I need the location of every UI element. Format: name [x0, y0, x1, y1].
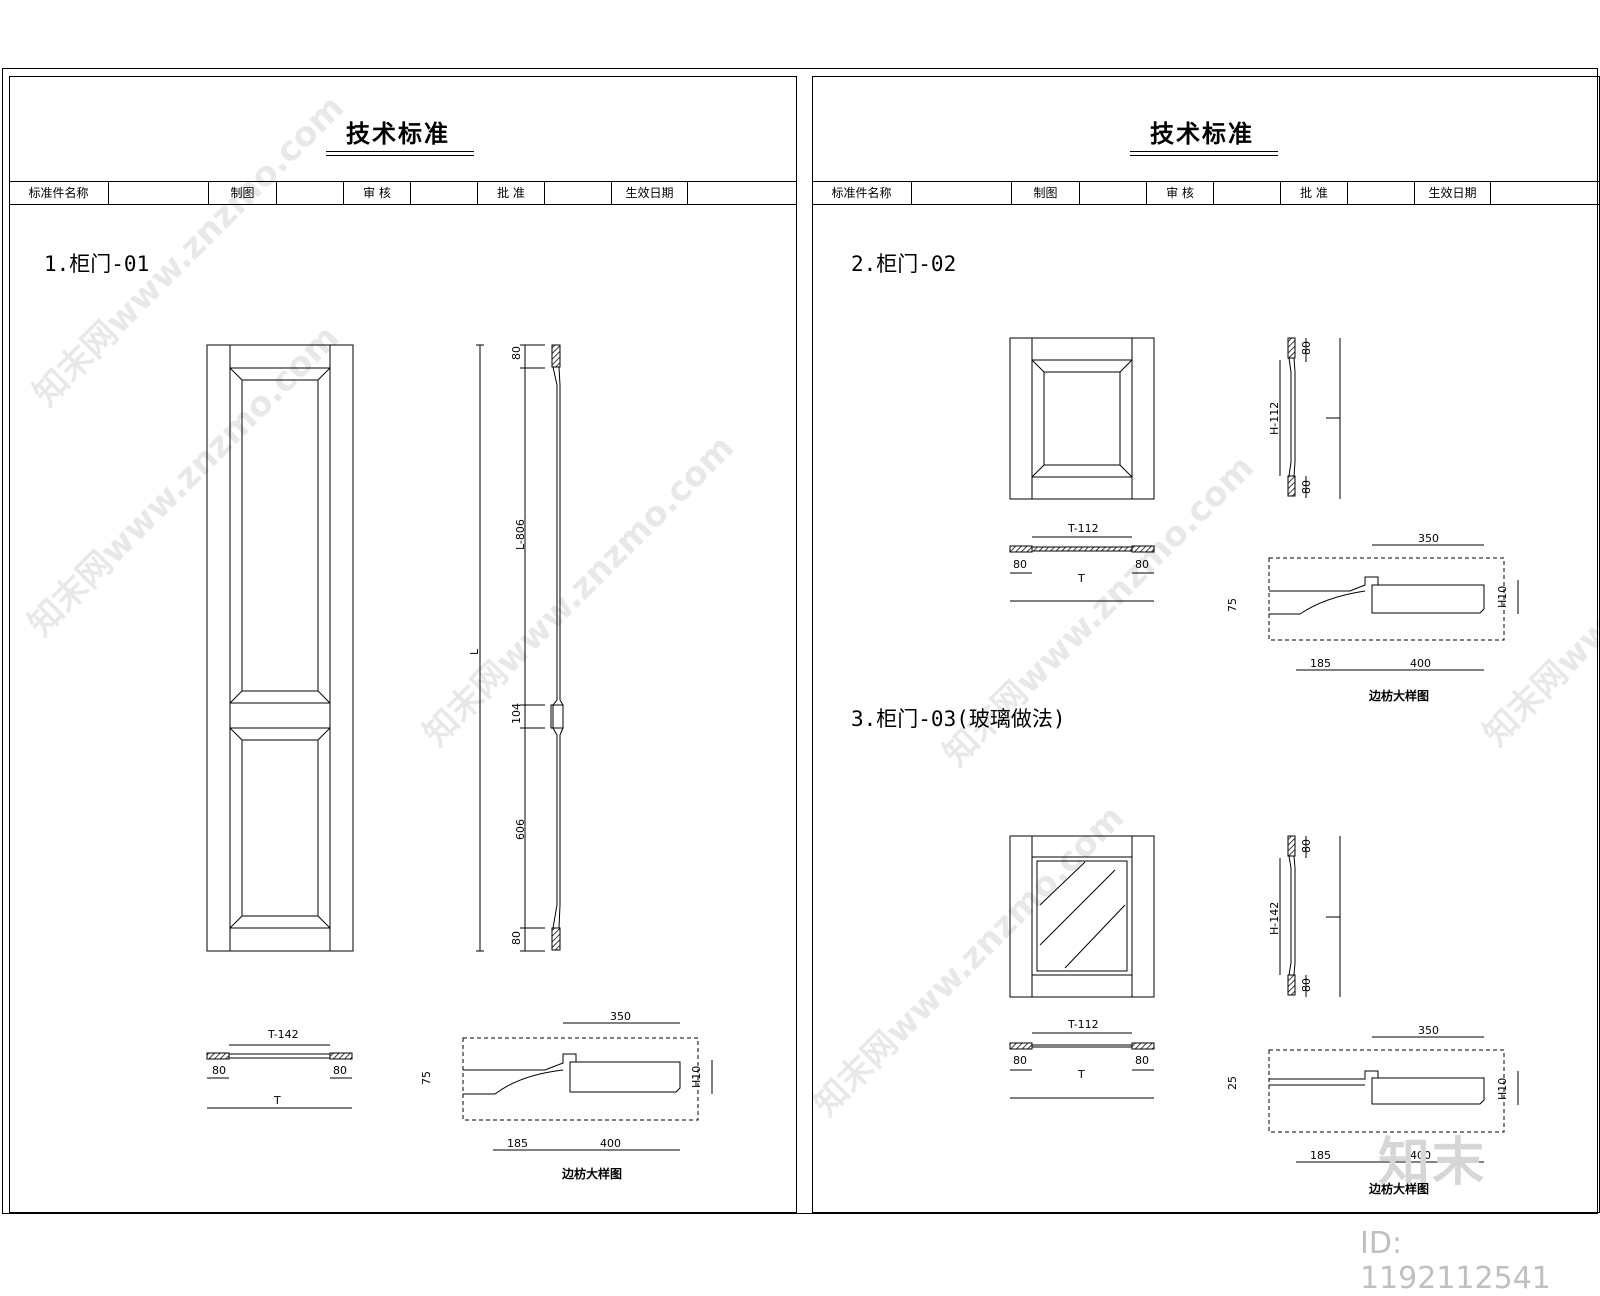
dim-label: 25: [1226, 1076, 1239, 1090]
dim-label: 75: [1226, 598, 1239, 612]
info-cell: [912, 182, 1012, 204]
dim-label: 80: [510, 346, 523, 360]
sheet-title: 技术标准: [346, 119, 450, 148]
title-underline: [326, 151, 474, 156]
dim-label: 80: [1300, 978, 1313, 992]
info-cell: [109, 182, 209, 204]
dim-label: 350: [1418, 1024, 1439, 1037]
info-cell: [277, 182, 344, 204]
dim-label: H10: [1496, 586, 1509, 608]
brand-logo: 知末: [1378, 1133, 1487, 1193]
info-cell: 标准件名称: [9, 182, 109, 204]
info-cell: 制图: [1012, 182, 1080, 204]
door-03-edge-dims: 350 25 H10 185 400: [1226, 1024, 1509, 1162]
drawing-frame: [2, 68, 1598, 1214]
dim-label: 80: [1013, 1054, 1027, 1067]
dim-label: T: [1077, 572, 1085, 585]
info-cell: [1214, 182, 1281, 204]
info-row: 标准件名称 制图 审 核 批 准 生效日期: [9, 181, 797, 205]
door-02-section-dims: 80 H-112 80: [1268, 341, 1313, 494]
dim-label: 75: [420, 1071, 433, 1085]
dim-label: T: [1077, 1068, 1085, 1081]
dim-label: H10: [690, 1066, 703, 1088]
dim-label: T: [273, 1094, 281, 1107]
dim-label: L: [468, 648, 481, 655]
door-02-plan-section: [1009, 536, 1155, 602]
dim-label: 80: [1300, 839, 1313, 853]
dim-label: 185: [1310, 1149, 1331, 1162]
door-02-edge-detail: [1268, 544, 1519, 671]
dim-label: 80: [1300, 480, 1313, 494]
dim-label: 80: [510, 931, 523, 945]
info-cell: 批 准: [478, 182, 545, 204]
door-03-edge-detail: [1268, 1036, 1519, 1163]
dim-label: 80: [1300, 341, 1313, 355]
door-02-edge-dims: 350 75 H10 185 400: [1226, 532, 1509, 670]
dim-label: T-142: [267, 1028, 299, 1041]
detail-caption: 边枋大样图: [562, 1167, 623, 1181]
door-03-plan-section: [1009, 1032, 1155, 1099]
dim-label: 400: [600, 1137, 621, 1150]
info-cell: [1080, 182, 1147, 204]
door-02-plan-dims: T-112 80 80 T: [1013, 522, 1149, 585]
info-cell: 审 核: [1147, 182, 1214, 204]
dim-label: H10: [1496, 1078, 1509, 1100]
info-cell: 标准件名称: [812, 182, 912, 204]
door-03-elevation: [1009, 835, 1155, 998]
dim-label: 400: [1410, 657, 1431, 670]
info-cell: [545, 182, 612, 204]
dim-label: 80: [1135, 558, 1149, 571]
door-01-elevation: [206, 344, 354, 952]
info-cell: 生效日期: [612, 182, 688, 204]
door-02-section: [1279, 337, 1341, 499]
info-cell: 生效日期: [1415, 182, 1491, 204]
dim-label: T-112: [1067, 1018, 1099, 1031]
dim-label: 400: [1410, 1149, 1431, 1162]
sheet-title: 技术标准: [1150, 119, 1254, 148]
title-underline: [1130, 151, 1278, 156]
section-heading-2: 2.柜门-02: [851, 252, 957, 276]
info-cell: 制图: [209, 182, 277, 204]
dim-label: H-142: [1268, 902, 1281, 935]
door-01-section: [476, 344, 564, 952]
door-01-edge-detail: [462, 1022, 713, 1151]
door-01-section-dims: 80 L-806 L 104 606 80: [468, 346, 527, 945]
door-03-section: [1279, 835, 1341, 997]
door-03-plan-dims: T-112 80 80 T: [1013, 1018, 1149, 1081]
section-heading-1: 1.柜门-01: [44, 252, 150, 276]
detail-caption: 边枋大样图: [1369, 1182, 1430, 1196]
info-row: 标准件名称 制图 审 核 批 准 生效日期: [812, 181, 1600, 205]
dim-label: 80: [1013, 558, 1027, 571]
dim-label: 80: [212, 1064, 226, 1077]
dim-label: 80: [1135, 1054, 1149, 1067]
dim-label: 350: [610, 1010, 631, 1023]
info-cell: [411, 182, 478, 204]
dim-label: 185: [1310, 657, 1331, 670]
door-01-edge-dims: 350 75 H10 185 400: [420, 1010, 703, 1150]
section-heading-3: 3.柜门-03(玻璃做法): [851, 707, 1066, 731]
dim-label: 104: [510, 703, 523, 724]
dim-label: H-112: [1268, 402, 1281, 435]
dim-label: L-806: [514, 519, 527, 550]
door-02-elevation: [1009, 337, 1155, 500]
door-01-plan-section: [206, 1044, 353, 1109]
detail-caption: 边枋大样图: [1369, 689, 1430, 703]
dim-label: 185: [507, 1137, 528, 1150]
door-01-plan-dims: T-142 80 80 T: [212, 1028, 347, 1107]
dim-label: 606: [514, 819, 527, 840]
door-03-section-dims: 80 H-142 80: [1268, 839, 1313, 992]
info-cell: 批 准: [1281, 182, 1348, 204]
dim-label: 80: [333, 1064, 347, 1077]
info-cell: 审 核: [344, 182, 411, 204]
info-cell: [1348, 182, 1415, 204]
sheet-left: [9, 76, 797, 1213]
image-id-label: ID: 1192112541: [1360, 1226, 1551, 1296]
dim-label: 350: [1418, 532, 1439, 545]
dim-label: T-112: [1067, 522, 1099, 535]
